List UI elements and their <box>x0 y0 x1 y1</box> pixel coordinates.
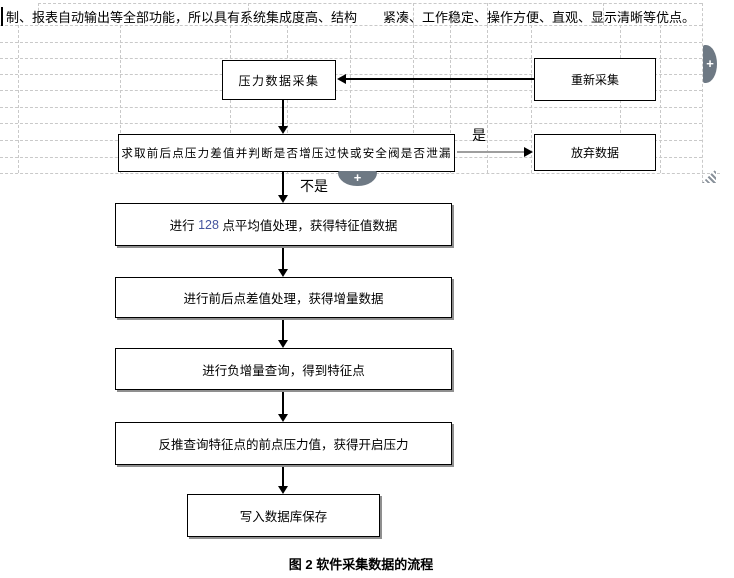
table-gridline-h <box>0 123 702 124</box>
arrowhead-down-icon <box>278 340 288 348</box>
arrowhead-down-icon <box>278 195 288 203</box>
connector-recollect-to-collect <box>345 78 534 80</box>
flow-node-recollect[interactable]: 重新采集 <box>534 58 656 101</box>
resize-handle-icon[interactable] <box>702 169 716 183</box>
table-gridline-v <box>487 3 488 25</box>
arrowhead-right-icon <box>524 147 533 157</box>
table-gridline-v <box>38 3 39 25</box>
connector-collect-to-judge <box>282 100 284 127</box>
average-label-suffix: 点平均值处理，获得特征值数据 <box>218 219 398 233</box>
table-gridline-h <box>0 90 702 91</box>
flow-node-save-to-database[interactable]: 写入数据库保存 <box>187 494 380 537</box>
table-gridline-v <box>531 25 532 173</box>
average-label-number: 128 <box>198 217 219 232</box>
flow-node-128pt-average[interactable]: 进行 128 点平均值处理，获得特征值数据 <box>115 203 452 246</box>
connector-average-to-diff <box>282 246 284 270</box>
connector-judge-to-average <box>282 172 284 196</box>
connector-query-to-backtrace <box>282 390 284 415</box>
arrowhead-left-icon <box>337 74 346 84</box>
table-gridline-v <box>450 25 451 173</box>
table-gridline-v <box>413 3 414 25</box>
connector-backtrace-to-save <box>282 465 284 487</box>
arrowhead-down-icon <box>278 126 288 134</box>
flow-node-point-difference[interactable]: 进行前后点差值处理，获得增量数据 <box>115 277 452 318</box>
table-gridline-v <box>18 25 19 173</box>
edge-label-yes: 是 <box>472 127 486 143</box>
table-gridline-v <box>487 25 488 173</box>
table-gridline-v <box>120 25 121 173</box>
table-gridline-v <box>660 25 661 173</box>
flow-node-discard-data[interactable]: 放弃数据 <box>534 134 656 171</box>
text-cursor <box>1 7 3 26</box>
paragraph-left-column: 制、报表自动输出等全部功能，所以具有系统集成度高、结构 <box>6 10 358 25</box>
table-gridline-v <box>702 3 703 183</box>
table-gridline-h <box>38 3 702 4</box>
table-gridline-v <box>603 3 604 25</box>
arrowhead-down-icon <box>278 269 288 277</box>
average-label-prefix: 进行 <box>169 219 199 233</box>
table-gridline-h <box>0 25 702 26</box>
table-gridline-h <box>0 58 702 59</box>
table-gridline-h <box>0 107 702 108</box>
insert-plus-side-button[interactable]: + <box>703 45 717 83</box>
figure-caption: 图 2 软件采集数据的流程 <box>288 557 434 572</box>
edge-label-no: 不是 <box>300 178 328 194</box>
plus-icon: + <box>706 56 714 71</box>
insert-plus-button[interactable]: + <box>338 171 377 186</box>
paragraph-right-column: 紧凑、工作稳定、操作方便、直观、显示清晰等优点。 <box>383 10 696 25</box>
flow-node-negative-increment-query[interactable]: 进行负增量查询，得到特征点 <box>115 348 452 390</box>
table-gridline-v <box>413 25 414 173</box>
arrowhead-down-icon <box>278 486 288 494</box>
table-gridline-h <box>0 74 702 75</box>
flow-node-pressure-data-collect[interactable]: 压力数据采集 <box>222 60 336 100</box>
connector-diff-to-query <box>282 318 284 341</box>
table-gridline-v <box>350 25 351 173</box>
table-gridline-v <box>248 3 249 25</box>
arrowhead-down-icon <box>278 414 288 422</box>
plus-icon: + <box>353 170 362 185</box>
flow-node-backtrace-opening-pressure[interactable]: 反推查询特征点的前点压力值，获得开启压力 <box>115 422 452 465</box>
connector-judge-to-discard <box>457 151 525 153</box>
flow-node-judge-pressure-diff[interactable]: 求取前后点压力差值并判断是否增压过快或安全阀是否泄漏 <box>118 134 455 172</box>
table-gridline-h <box>0 42 702 43</box>
